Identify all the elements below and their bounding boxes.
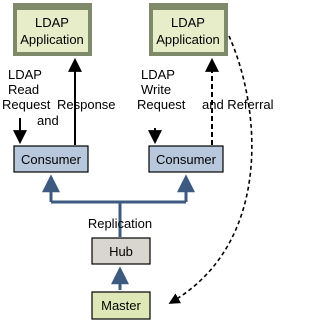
response-label: Response <box>57 97 116 112</box>
write-request-label-line2: Write <box>141 82 171 97</box>
consumer-box <box>148 145 224 173</box>
master-referral-curve <box>168 35 253 304</box>
consumer-box <box>13 145 89 173</box>
read-request-label-line1: LDAP <box>8 67 42 82</box>
write-request-label-line3: Request <box>137 97 186 112</box>
master-label: Master <box>101 298 141 313</box>
and-label: and <box>37 113 59 128</box>
app-title-line2: Application <box>156 32 220 47</box>
replication-connectors <box>42 174 195 290</box>
app-title-line1: LDAP <box>35 15 69 30</box>
consumer-label: Consumer <box>21 152 82 167</box>
consumer-right: Consumer <box>148 145 224 173</box>
referral-label: and Referral <box>202 97 274 112</box>
master-node: Master <box>91 291 151 320</box>
app-title-line2: Application <box>20 32 84 47</box>
replication-diagram: LDAP Application LDAP Application LDAP R… <box>2 3 274 320</box>
consumer-label: Consumer <box>156 152 217 167</box>
app-title-line1: LDAP <box>171 15 205 30</box>
read-request-label-line3: Request <box>2 97 51 112</box>
hub-node: Hub <box>91 237 151 265</box>
write-request-label-line1: LDAP <box>141 67 175 82</box>
app-window-body <box>17 10 88 52</box>
ldap-application-right: LDAP Application <box>149 3 228 56</box>
hub-box <box>91 237 151 265</box>
master-box <box>91 291 151 320</box>
ldap-application-left: LDAP Application <box>13 3 92 56</box>
app-window-body <box>153 10 224 52</box>
consumer-left: Consumer <box>13 145 89 173</box>
read-request-label-line2: Read <box>8 82 39 97</box>
replication-label: Replication <box>88 216 152 231</box>
hub-label: Hub <box>109 244 133 259</box>
